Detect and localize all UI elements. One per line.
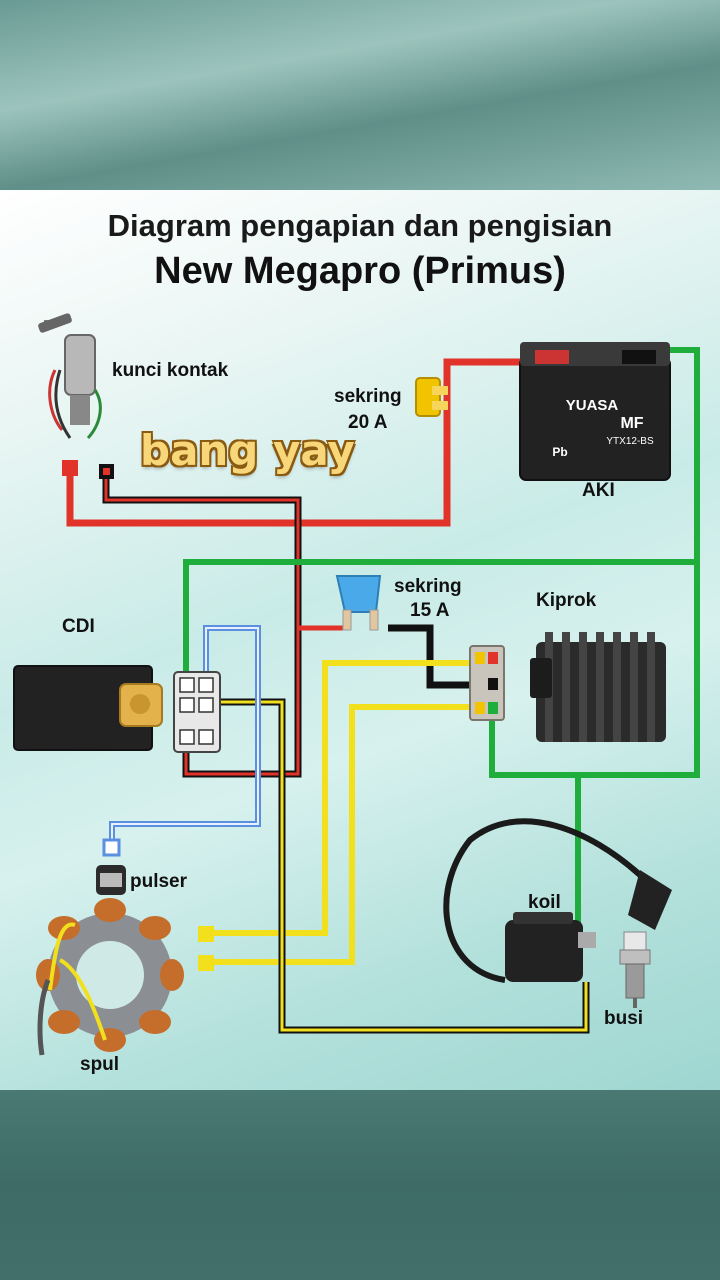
- black-wire-regulator: [388, 624, 488, 689]
- battery-brand: YUASA: [566, 397, 619, 414]
- bottom-background: [0, 1090, 720, 1280]
- green-wire-cdi: [183, 559, 697, 678]
- ignition-red-terminal: [62, 460, 78, 476]
- battery-icon: [519, 342, 671, 481]
- watermark-text: bang yay: [140, 426, 355, 475]
- label-fuse-15a-line2: 15 A: [410, 600, 450, 621]
- stator-icon: [36, 898, 184, 1056]
- label-battery: AKI: [582, 480, 615, 501]
- stator-yellow-terminal-1: [198, 926, 214, 942]
- black-red-wire-core: [104, 473, 300, 776]
- yellow-wire-1: [212, 660, 488, 936]
- regulator-icon: [530, 632, 666, 742]
- top-background: [0, 0, 720, 190]
- fuse-15a-icon: [335, 575, 382, 631]
- label-ignition-switch: kunci kontak: [112, 360, 229, 381]
- label-coil: koil: [528, 892, 561, 913]
- diagram-card: Diagram pengapian dan pengisian New Mega…: [0, 190, 720, 1090]
- battery-pb: Pb: [552, 445, 567, 459]
- label-stator: spul: [80, 1054, 120, 1075]
- battery-model: YTX12-BS: [606, 436, 654, 447]
- green-wire-outer: [489, 347, 700, 778]
- ignition-switch-icon: [38, 313, 102, 440]
- coil-icon: [505, 912, 596, 982]
- regulator-connector-icon: [469, 645, 505, 721]
- cdi-icon: [13, 665, 163, 751]
- pulser-terminal: [102, 838, 121, 857]
- stator-yellow-terminal-2: [198, 955, 214, 971]
- label-spark-plug: busi: [604, 1008, 644, 1029]
- spark-plug-icon: [619, 931, 651, 1008]
- label-pulser: pulser: [130, 871, 188, 892]
- label-regulator: Kiprok: [536, 590, 597, 611]
- coil-cable-icon: [443, 818, 672, 983]
- fuse-20a-icon: [415, 377, 448, 417]
- diagram-title: Diagram pengapian dan pengisian: [107, 208, 613, 243]
- red-wire-main: [66, 358, 547, 527]
- pulser-icon: [96, 865, 126, 895]
- cdi-connector-icon: [173, 671, 221, 753]
- label-cdi: CDI: [62, 616, 95, 637]
- diagram-subtitle: New Megapro (Primus): [154, 250, 566, 292]
- label-fuse-15a-line1: sekring: [394, 576, 462, 597]
- wiring-diagram: YUASA MF YTX12-BS Pb: [13, 313, 700, 1056]
- label-fuse-20a-line1: sekring: [334, 386, 402, 407]
- label-fuse-20a-line2: 20 A: [348, 412, 388, 433]
- blue-wire-pulser-core: [111, 627, 259, 842]
- battery-mf: MF: [620, 415, 643, 432]
